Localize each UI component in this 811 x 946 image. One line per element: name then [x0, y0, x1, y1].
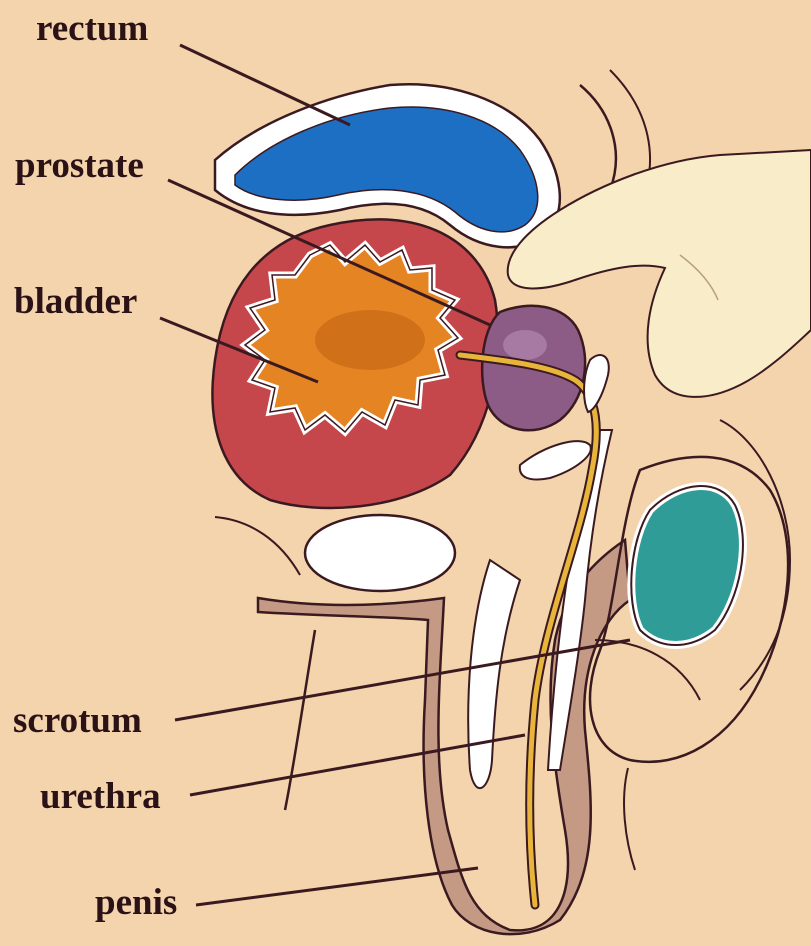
label-penis: penis — [95, 884, 177, 921]
label-scrotum: scrotum — [13, 702, 142, 739]
seminal-duct — [584, 355, 609, 412]
label-bladder: bladder — [14, 283, 137, 320]
testis — [631, 486, 743, 645]
prostate-highlight — [503, 330, 547, 360]
rectum-leader — [180, 45, 350, 125]
pubic-bone — [305, 515, 455, 591]
scrotum-inner-line — [595, 640, 700, 700]
penis-leader — [196, 868, 478, 905]
abdominal-line — [285, 630, 315, 810]
label-prostate: prostate — [15, 147, 144, 184]
perineum-line — [624, 768, 635, 870]
label-urethra: urethra — [40, 778, 161, 815]
corpus-cavernosum — [468, 560, 520, 788]
urogenital-diaphragm — [520, 441, 591, 479]
label-rectum: rectum — [36, 10, 148, 47]
bladder-shading — [315, 310, 425, 370]
pubic-bone-line — [215, 517, 300, 575]
